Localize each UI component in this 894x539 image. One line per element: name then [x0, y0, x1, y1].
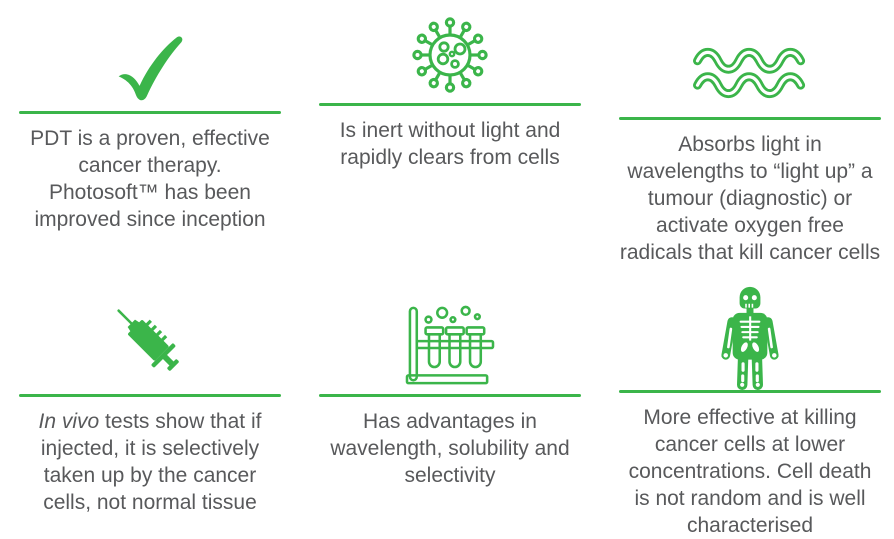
- icon-box: [19, 0, 281, 111]
- virus-icon: [402, 7, 498, 103]
- icon-box: [319, 266, 581, 394]
- test-tubes-icon: [400, 304, 500, 390]
- icon-box: [619, 266, 881, 390]
- caption-italic-lead: In vivo: [38, 410, 100, 433]
- card-caption: Has advantages in wavelength, solubility…: [330, 410, 570, 487]
- card-advantages: Has advantages in wavelength, solubility…: [319, 266, 581, 539]
- card-caption: Is inert without light and rapidly clear…: [339, 119, 561, 169]
- icon-box: [19, 266, 281, 394]
- card-caption: PDT is a proven, effective cancer therap…: [30, 127, 270, 231]
- light-waves-icon: [689, 43, 811, 103]
- syringe-icon: [102, 294, 198, 390]
- skeleton-icon: [711, 286, 789, 390]
- caption-rest: tests show that if injected, it is selec…: [40, 410, 262, 514]
- divider-rule: [619, 390, 881, 393]
- icon-box: [619, 0, 881, 117]
- card-caption: More effective at killing cancer cells a…: [628, 406, 872, 537]
- card-absorbs-light: Absorbs light in wavelengths to “light u…: [619, 0, 881, 266]
- icon-box: [319, 0, 581, 103]
- divider-rule: [19, 394, 281, 397]
- card-in-vivo-tests: In vivo tests show that if injected, it …: [19, 266, 281, 539]
- checkmark-icon: [113, 27, 187, 103]
- card-caption: In vivo tests show that if injected, it …: [0, 408, 300, 516]
- card-inert-without-light: Is inert without light and rapidly clear…: [319, 0, 581, 266]
- card-cell-death: More effective at killing cancer cells a…: [619, 266, 881, 539]
- card-caption: Absorbs light in wavelengths to “light u…: [619, 133, 881, 264]
- divider-rule: [619, 117, 881, 120]
- card-pdt-proven: PDT is a proven, effective cancer therap…: [19, 0, 281, 266]
- divider-rule: [19, 111, 281, 114]
- divider-rule: [319, 394, 581, 397]
- divider-rule: [319, 103, 581, 106]
